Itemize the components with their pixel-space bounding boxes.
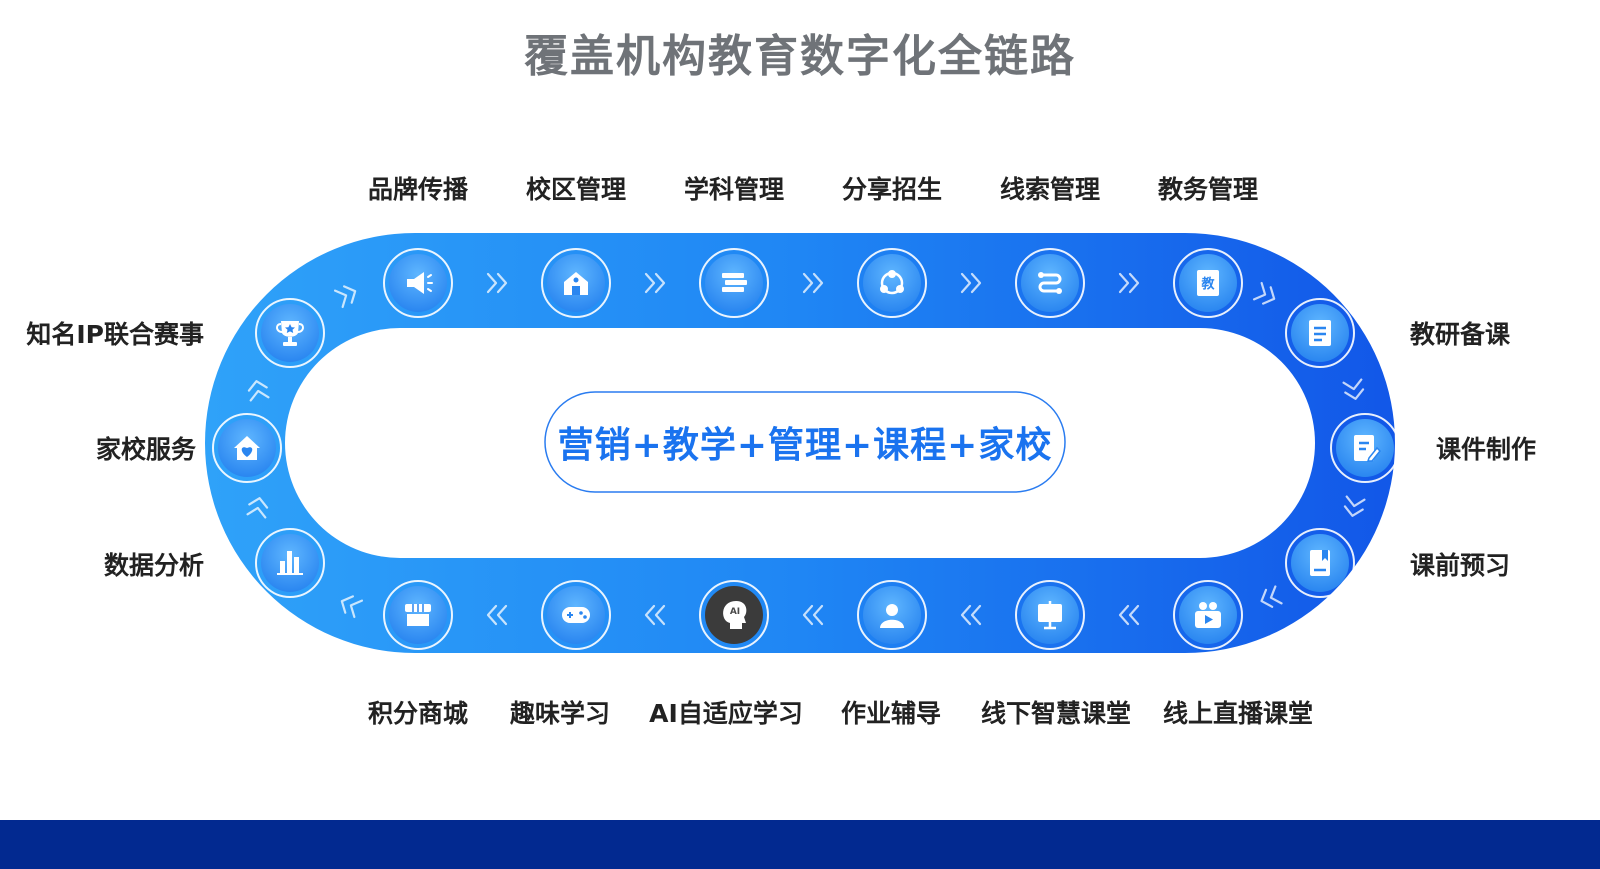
node-share — [857, 248, 927, 318]
label-share-enrollment: 分享招生 — [841, 175, 943, 204]
ai-head-icon: AI — [723, 601, 747, 629]
nodes: 教 AI — [212, 248, 1400, 650]
flow-arrows — [246, 272, 1366, 626]
node-whiteboard — [1015, 580, 1085, 650]
svg-text:教: 教 — [1200, 276, 1215, 292]
flow-arrow — [246, 497, 269, 519]
bar-chart-icon — [277, 551, 303, 575]
person-icon — [880, 604, 904, 628]
label-ip-competition: 知名IP联合赛事 — [26, 320, 204, 349]
flow-arrow — [644, 272, 666, 294]
center-text: 营销+教学+管理+课程+家校 — [557, 425, 1053, 466]
megaphone-icon — [407, 272, 433, 294]
flow-arrow — [960, 604, 982, 626]
trophy-icon — [276, 321, 304, 346]
label-ai-adaptive: AI自适应学习 — [649, 699, 803, 728]
label-data-analysis: 数据分析 — [103, 551, 204, 580]
node-person — [857, 580, 927, 650]
node-textbook: 教 — [1173, 248, 1243, 318]
label-brand-promotion: 品牌传播 — [367, 175, 469, 204]
flow-arrow — [1118, 272, 1140, 294]
label-academic-affairs: 教务管理 — [1157, 175, 1259, 204]
route-icon — [1038, 272, 1062, 294]
notepad-icon — [1309, 320, 1331, 346]
label-points-mall: 积分商城 — [367, 699, 469, 728]
label-fun-learning: 趣味学习 — [509, 699, 611, 728]
page-title: 覆盖机构教育数字化全链路 — [524, 31, 1076, 82]
footer-bar — [0, 820, 1600, 869]
flow-arrow — [1260, 585, 1283, 608]
label-lesson-prep: 教研备课 — [1410, 320, 1511, 349]
label-campus-management: 校区管理 — [525, 175, 627, 204]
flow-arrow — [1252, 281, 1276, 305]
label-offline-classroom: 线下智慧课堂 — [980, 699, 1132, 728]
label-homework: 作业辅导 — [840, 699, 942, 728]
node-edit-document — [1330, 413, 1400, 483]
edit-document-icon — [1354, 435, 1382, 462]
node-route — [1015, 248, 1085, 318]
books-icon — [722, 273, 747, 292]
node-live-camera — [1173, 580, 1243, 650]
node-book — [1285, 528, 1355, 598]
node-school — [541, 248, 611, 318]
label-live-classroom: 线上直播课堂 — [1162, 699, 1314, 728]
flow-arrow — [333, 285, 357, 309]
flow-arrow — [802, 272, 824, 294]
node-trophy — [255, 298, 325, 368]
label-subject-management: 学科管理 — [683, 175, 785, 204]
gamepad-icon — [562, 607, 590, 623]
svg-text:AI: AI — [730, 607, 740, 617]
school-icon — [564, 272, 588, 295]
textbook-icon: 教 — [1197, 270, 1219, 296]
label-home-school: 家校服务 — [95, 435, 196, 464]
book-icon — [1310, 550, 1330, 576]
label-preview: 课前预习 — [1410, 551, 1511, 580]
node-books — [699, 248, 769, 318]
label-courseware: 课件制作 — [1436, 435, 1537, 464]
flow-arrow — [486, 604, 508, 626]
flow-arrow — [247, 380, 270, 402]
label-lead-management: 线索管理 — [999, 175, 1101, 204]
node-notepad — [1285, 298, 1355, 368]
node-ai-head: AI — [699, 580, 769, 650]
center-capsule — [544, 391, 1066, 493]
share-icon — [880, 270, 904, 295]
flow-arrow — [960, 272, 982, 294]
flow-arrow — [1343, 495, 1366, 517]
whiteboard-icon — [1038, 601, 1062, 630]
loop-band — [205, 233, 1395, 653]
node-bar-chart — [255, 528, 325, 598]
flow-arrow — [1118, 604, 1140, 626]
node-store — [383, 580, 453, 650]
flow-arrow — [1342, 378, 1365, 400]
flow-arrow — [644, 604, 666, 626]
home-icon — [234, 436, 260, 460]
live-camera-icon — [1195, 602, 1221, 628]
flow-arrow — [486, 272, 508, 294]
store-icon — [405, 604, 431, 626]
flow-arrow — [802, 604, 824, 626]
node-home — [212, 413, 282, 483]
node-gamepad — [541, 580, 611, 650]
node-megaphone — [383, 248, 453, 318]
flow-arrow — [340, 595, 364, 619]
